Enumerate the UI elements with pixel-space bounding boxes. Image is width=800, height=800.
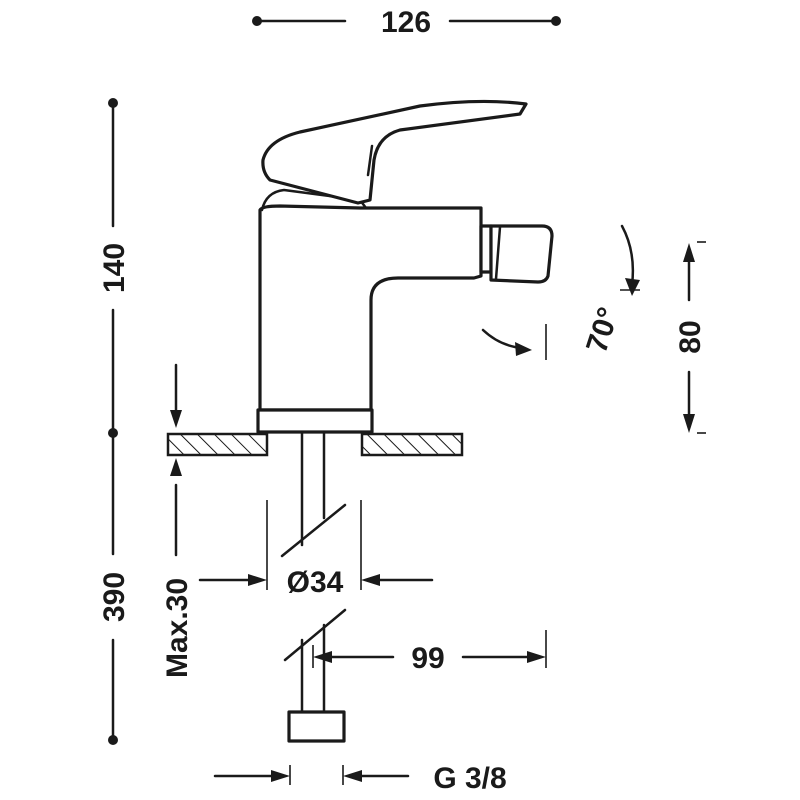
supply-pipe [280, 430, 347, 743]
reach-label: 99 [411, 642, 444, 675]
countertop [166, 432, 464, 457]
thread-label: G 3/8 [433, 762, 506, 795]
max-thickness-label: Max.30 [161, 578, 194, 678]
thread-dimension: G 3/8 [213, 762, 507, 795]
width-dimension: 126 [252, 6, 561, 39]
max-thickness-dimension: Max.30 [161, 363, 194, 678]
hole-diameter-label: Ø34 [287, 566, 344, 599]
spout-height-dimension: 80 [674, 241, 707, 434]
length-390-label: 390 [98, 572, 131, 622]
width-label: 126 [381, 6, 431, 39]
faucet-body [256, 99, 554, 434]
left-height-dimension: 140 390 [98, 98, 131, 745]
hole-diameter-dimension: Ø34 [198, 500, 434, 599]
angle-label: 70° [580, 303, 625, 356]
spout-height-label: 80 [674, 320, 707, 353]
reach-dimension: 99 [312, 630, 547, 675]
height-140-label: 140 [98, 243, 131, 293]
